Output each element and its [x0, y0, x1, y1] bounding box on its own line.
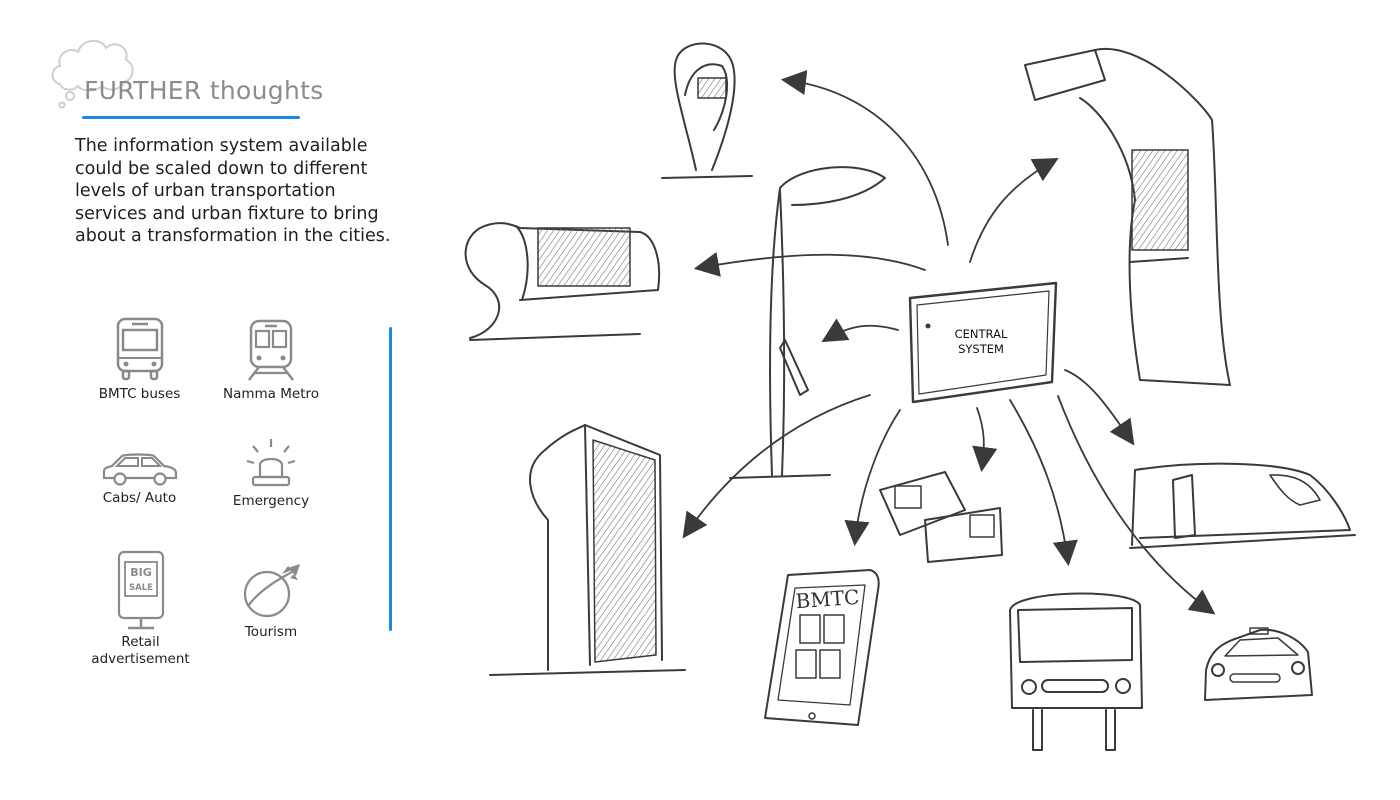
- atm-kiosk-sketch: [1024, 47, 1231, 386]
- category-label: BMTC buses: [98, 386, 181, 402]
- central-system-label-line1: CENTRAL: [955, 327, 1008, 341]
- siren-icon: [246, 439, 296, 487]
- info-kiosk-sketch: [661, 42, 753, 179]
- billboard-text-line2: SALE: [129, 583, 153, 593]
- category-cabs-auto: Cabs/ Auto: [92, 452, 187, 507]
- title-underline: [82, 116, 300, 119]
- bus-front-sketch: [1009, 592, 1143, 751]
- metro-train-icon: [248, 319, 294, 381]
- billboard-icon: BIG SALE: [117, 550, 164, 630]
- category-label: Namma Metro: [223, 386, 319, 402]
- connection-arrows: [682, 69, 1216, 615]
- thought-cloud-icon: [51, 40, 134, 109]
- divider-line: [389, 327, 392, 631]
- phone-label: BMTC: [795, 585, 860, 613]
- central-system-screen: CENTRAL SYSTEM: [908, 281, 1058, 404]
- bmtc-phone-sketch: BMTC: [764, 569, 880, 726]
- globe-plane-icon: [243, 564, 300, 618]
- intro-paragraph: The information system available could b…: [75, 136, 391, 246]
- smart-cards-sketch: [879, 471, 1003, 563]
- category-tourism: Tourism: [220, 562, 322, 641]
- category-label: Tourism: [244, 624, 298, 640]
- system-diagram: CENTRAL SYSTEM: [464, 42, 1356, 751]
- category-retail-advertisement: BIG SALE Retail advertisement: [88, 550, 193, 668]
- taxi-sketch: [1204, 627, 1313, 701]
- category-label: Cabs/ Auto: [102, 490, 177, 506]
- bus-shelter-sketch: [464, 222, 661, 341]
- info-totem-sketch: [489, 424, 686, 676]
- page-title: FURTHER thoughts: [84, 76, 324, 105]
- street-lamp-sketch: [729, 166, 886, 479]
- bus-icon: [116, 317, 163, 381]
- category-label: Retail advertisement: [91, 634, 190, 667]
- billboard-text-line1: BIG: [130, 566, 152, 579]
- category-namma-metro: Namma Metro: [220, 318, 322, 403]
- central-system-label-line2: SYSTEM: [958, 342, 1004, 356]
- car-icon: [102, 453, 177, 486]
- metro-train-sketch: [1129, 462, 1356, 549]
- category-label: Emergency: [232, 493, 310, 509]
- category-bmtc-buses: BMTC buses: [92, 316, 187, 403]
- category-emergency: Emergency: [220, 437, 322, 510]
